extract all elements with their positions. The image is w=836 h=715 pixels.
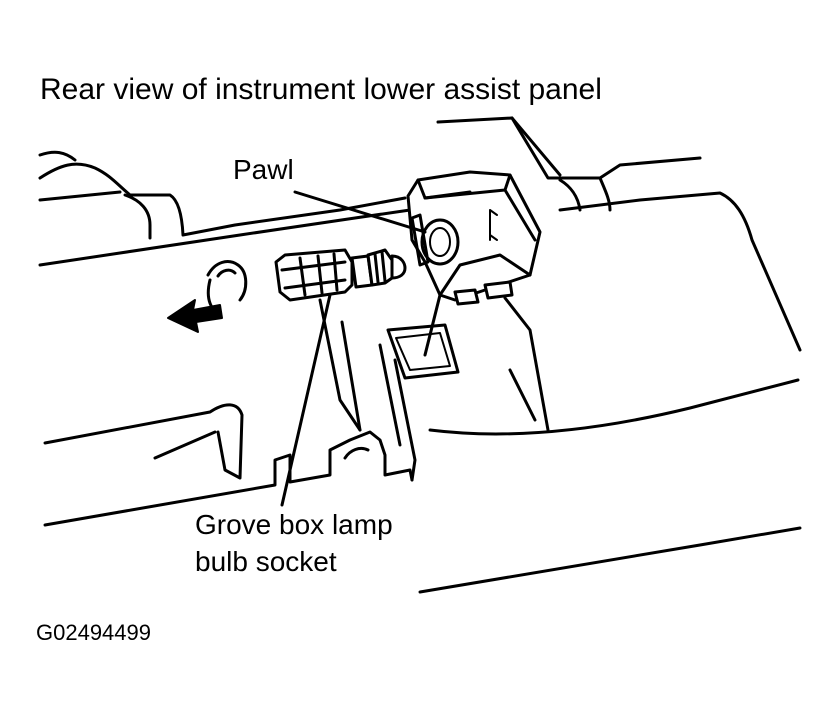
lamp-housing bbox=[406, 170, 542, 357]
figure-id: G02494499 bbox=[36, 620, 151, 645]
diagram-title: Rear view of instrument lower assist pan… bbox=[40, 73, 602, 106]
bulb-socket bbox=[274, 248, 407, 507]
pawl-label: Pawl bbox=[233, 154, 294, 185]
socket-label-line-2: bulb socket bbox=[195, 546, 337, 577]
removal-arrow-icon bbox=[167, 260, 248, 333]
right-panel-outline bbox=[418, 116, 802, 594]
pawl-leader-line bbox=[293, 190, 427, 234]
lower-panel-outline bbox=[43, 298, 460, 527]
socket-label-line-1: Grove box lamp bbox=[195, 509, 393, 540]
upper-panel-outline bbox=[38, 150, 412, 267]
